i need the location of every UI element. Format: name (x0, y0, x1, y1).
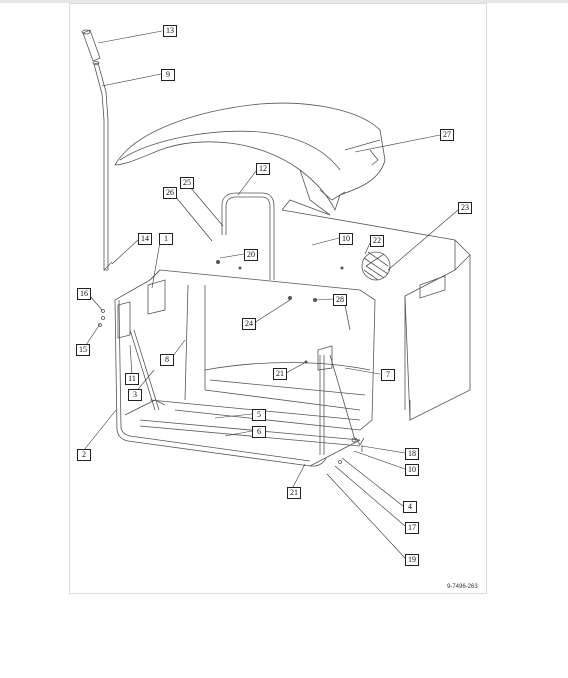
callout-10: 10 (339, 233, 353, 245)
top-border (0, 0, 568, 3)
callout-2: 2 (77, 449, 91, 461)
handle-tube (92, 61, 109, 271)
callout-22: 22 (370, 235, 384, 247)
callout-21: 21 (273, 368, 287, 380)
callout-20: 20 (244, 249, 258, 261)
callout-7: 7 (381, 369, 395, 381)
pin-part (103, 261, 113, 271)
drawing-sheet (69, 3, 487, 594)
callout-26: 26 (163, 187, 177, 199)
callout-24: 24 (242, 318, 256, 330)
hopper-cover (114, 102, 386, 216)
callout-9: 9 (161, 69, 175, 81)
side-brackets (98, 279, 333, 371)
bottom-bolts (338, 437, 365, 464)
callout-14: 14 (138, 233, 152, 245)
callout-10b: 10 (405, 464, 419, 476)
callout-25: 25 (180, 177, 194, 189)
callout-11: 11 (125, 373, 139, 385)
callout-23: 23 (458, 202, 472, 214)
leader-lines (83, 30, 459, 559)
document-number: 9-7496-263 (447, 584, 478, 590)
callout-18: 18 (405, 448, 419, 460)
callout-19: 19 (405, 554, 419, 566)
grass-bag (281, 199, 471, 421)
callout-6: 6 (252, 426, 266, 438)
callout-3: 3 (128, 389, 142, 401)
callout-12: 12 (256, 163, 270, 175)
callout-17: 17 (405, 522, 419, 534)
callout-4: 4 (403, 501, 417, 513)
callout-1: 1 (159, 233, 173, 245)
callout-8: 8 (160, 354, 174, 366)
callout-15: 15 (76, 344, 90, 356)
callout-16: 16 (77, 288, 91, 300)
callout-5: 5 (252, 409, 266, 421)
callout-28: 28 (333, 294, 347, 306)
handle-grip (81, 29, 101, 62)
callout-27: 27 (440, 129, 454, 141)
upper-bracket (221, 192, 275, 280)
support-rods (129, 329, 356, 455)
frame-rear (149, 269, 376, 431)
callout-21b: 21 (287, 487, 301, 499)
callout-13: 13 (163, 25, 177, 37)
